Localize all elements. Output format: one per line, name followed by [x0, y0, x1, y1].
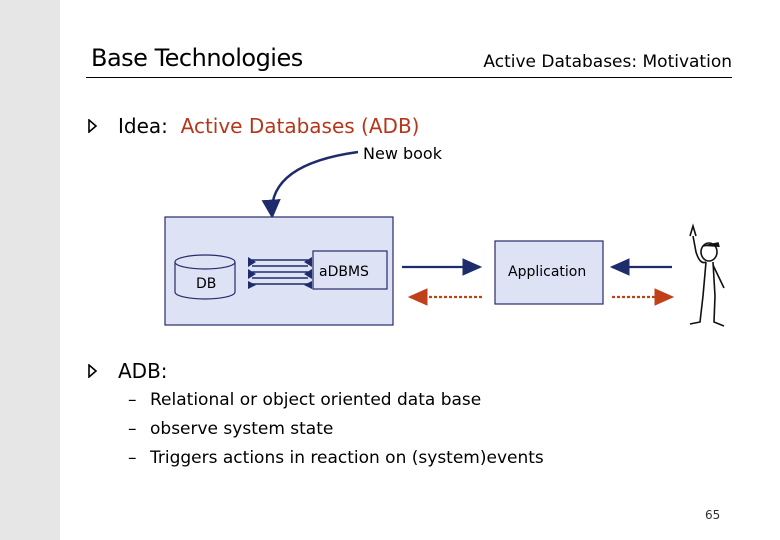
- idea-line: Idea: Active Databases (ADB): [118, 114, 419, 138]
- left-sidebar-band: [0, 0, 60, 540]
- adb-item: –Triggers actions in reaction on (system…: [128, 448, 544, 468]
- bullet-arrow-icon: [88, 364, 98, 378]
- slide-title: Base Technologies: [91, 44, 303, 72]
- adbms-label: aDBMS: [319, 264, 369, 280]
- db-label: DB: [196, 276, 216, 292]
- bullet-arrow-icon: [88, 119, 98, 133]
- section-title: Active Databases: Motivation: [483, 52, 732, 72]
- new-book-arrow: [261, 150, 359, 219]
- page-number: 65: [705, 508, 721, 522]
- adbms-box: [312, 250, 388, 290]
- adb-item: –observe system state: [128, 419, 334, 439]
- title-underline: [86, 77, 732, 78]
- adb-item: –Relational or object oriented data base: [128, 390, 482, 410]
- new-book-annotation: New book: [363, 144, 442, 163]
- database-cylinder-icon: [174, 254, 236, 300]
- idea-prefix: Idea:: [118, 114, 168, 138]
- db-adbms-connection-arrows: [248, 257, 312, 289]
- user-person-icon: [689, 223, 725, 327]
- adb-heading: ADB:: [118, 359, 168, 383]
- application-label: Application: [508, 264, 586, 280]
- application-box: [494, 240, 604, 305]
- idea-text: Active Databases (ADB): [180, 114, 420, 138]
